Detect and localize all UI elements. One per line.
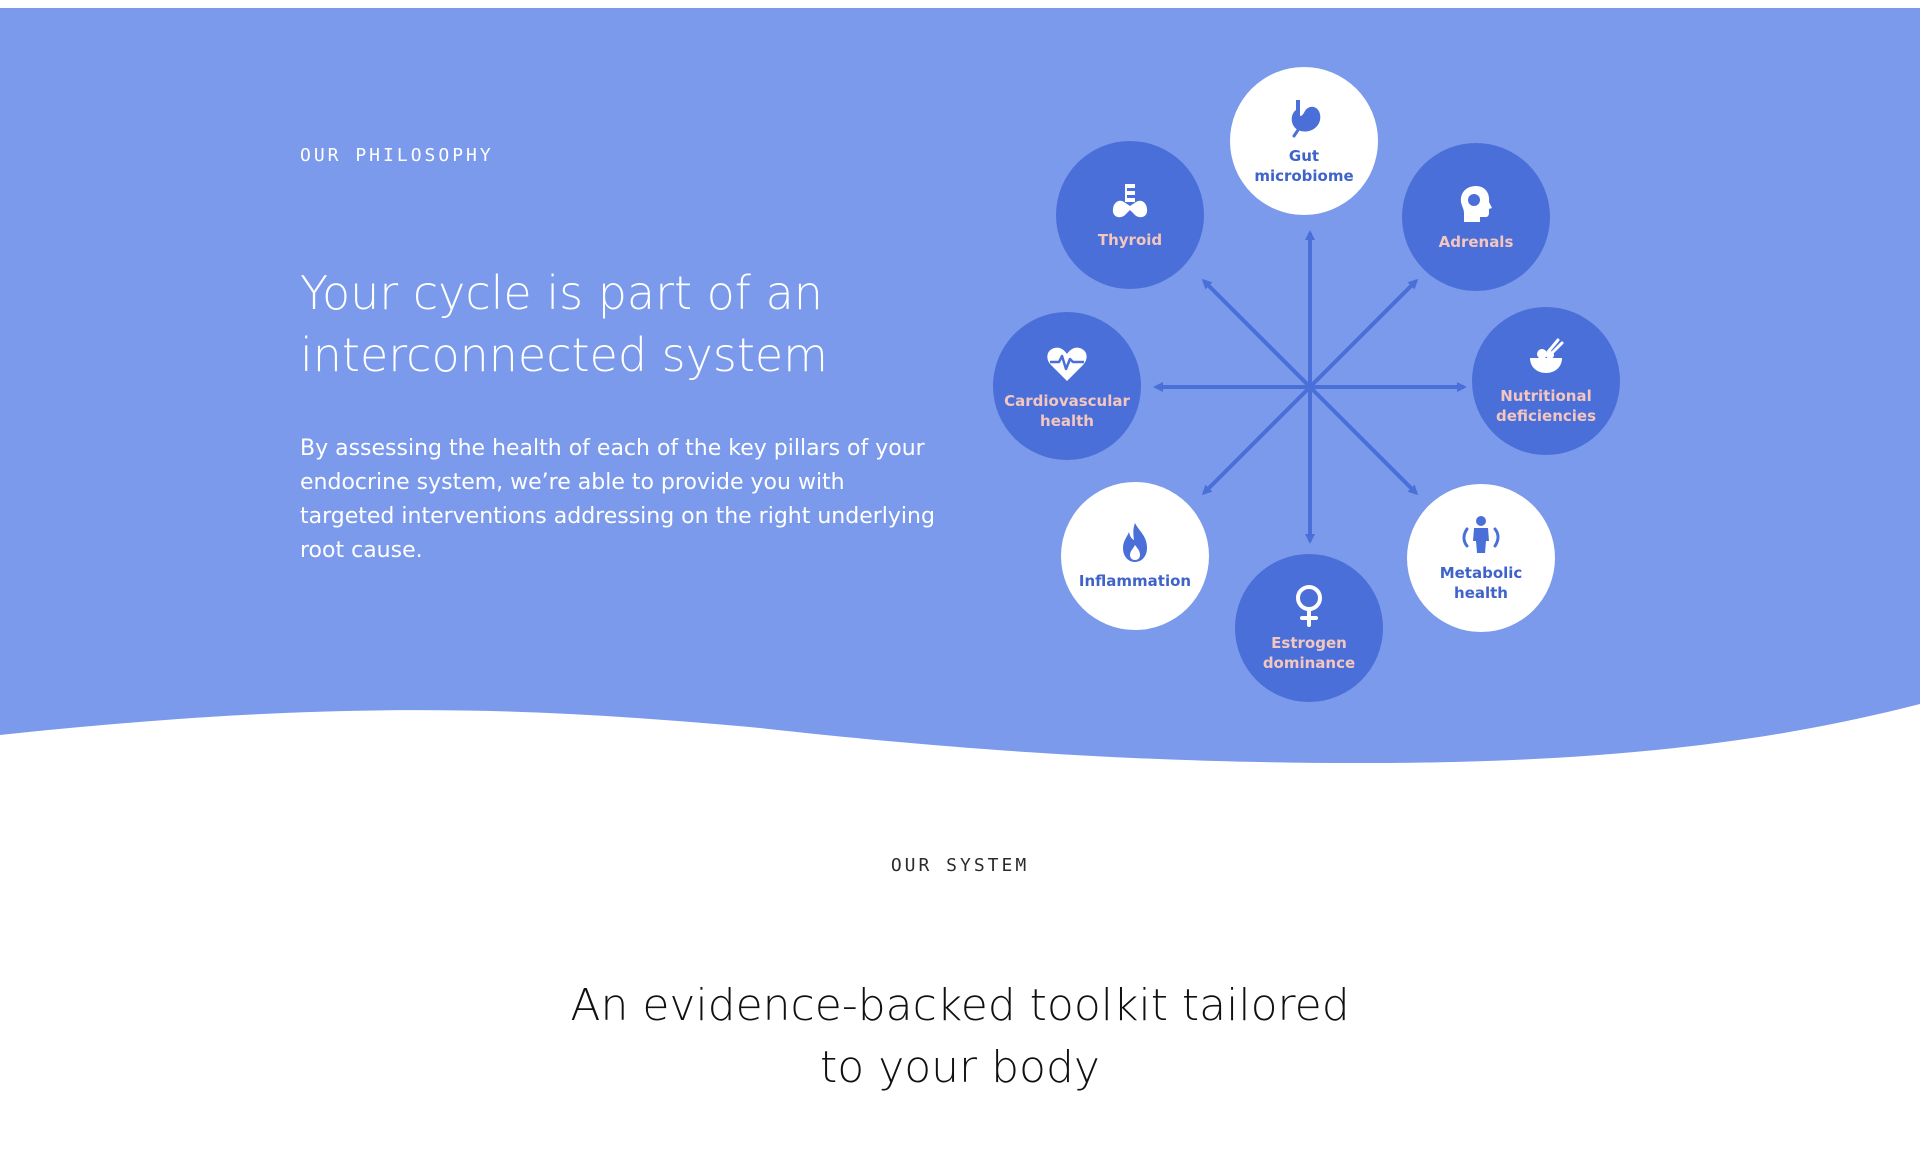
- bowl-icon: [1530, 338, 1564, 373]
- arrow-down-right: [1308, 385, 1419, 496]
- connector-arrows: [1153, 230, 1467, 544]
- heart-pulse-icon: [1047, 347, 1087, 381]
- node-label: Gut microbiome: [1254, 147, 1354, 185]
- node-cardiovascular-health: Cardiovascular health: [993, 312, 1141, 460]
- female-symbol-icon: [1296, 585, 1322, 627]
- arrow-up-left: [1201, 278, 1312, 389]
- node-label: Adrenals: [1438, 233, 1514, 251]
- node-inflammation: Inflammation: [1061, 482, 1209, 630]
- stomach-icon: [1291, 100, 1321, 138]
- node-gut-microbiome: Gut microbiome: [1230, 67, 1378, 215]
- endocrine-pillars-diagram: Gut microbiome Adrenals Nutritional defi…: [980, 50, 1640, 730]
- node-thyroid: Thyroid: [1056, 141, 1204, 289]
- system-title: An evidence-backed toolkit tailored to y…: [0, 975, 1920, 1099]
- philosophy-title: Your cycle is part of an interconnected …: [300, 266, 828, 382]
- system-eyebrow: OUR SYSTEM: [890, 855, 1030, 876]
- person-cycle-icon: [1462, 516, 1500, 553]
- node-estrogen-dominance: Estrogen dominance: [1235, 554, 1383, 702]
- node-adrenals: Adrenals: [1402, 143, 1550, 291]
- arrow-up-right: [1308, 278, 1419, 389]
- node-label: Metabolic health: [1439, 564, 1523, 602]
- node-label: Inflammation: [1078, 572, 1192, 590]
- system-title-line-2: to your body: [820, 1042, 1100, 1093]
- arrow-down-left: [1201, 385, 1312, 496]
- philosophy-eyebrow: OUR PHILOSOPHY: [300, 145, 494, 166]
- flame-icon: [1123, 523, 1147, 562]
- philosophy-description: By assessing the health of each of the k…: [300, 436, 935, 563]
- node-label: Thyroid: [1097, 231, 1163, 249]
- node-label: Nutritional deficiencies: [1495, 387, 1597, 425]
- node-nutritional-deficiencies: Nutritional deficiencies: [1472, 307, 1620, 455]
- node-label: Estrogen dominance: [1262, 634, 1356, 672]
- node-metabolic-health: Metabolic health: [1407, 484, 1555, 632]
- node-label: Cardiovascular health: [1004, 392, 1130, 430]
- system-title-line-1: An evidence-backed toolkit tailored: [570, 980, 1350, 1031]
- head-icon: [1460, 186, 1492, 222]
- philosophy-section: OUR PHILOSOPHY Your cycle is part of an …: [0, 8, 1920, 764]
- thyroid-icon: [1112, 184, 1148, 218]
